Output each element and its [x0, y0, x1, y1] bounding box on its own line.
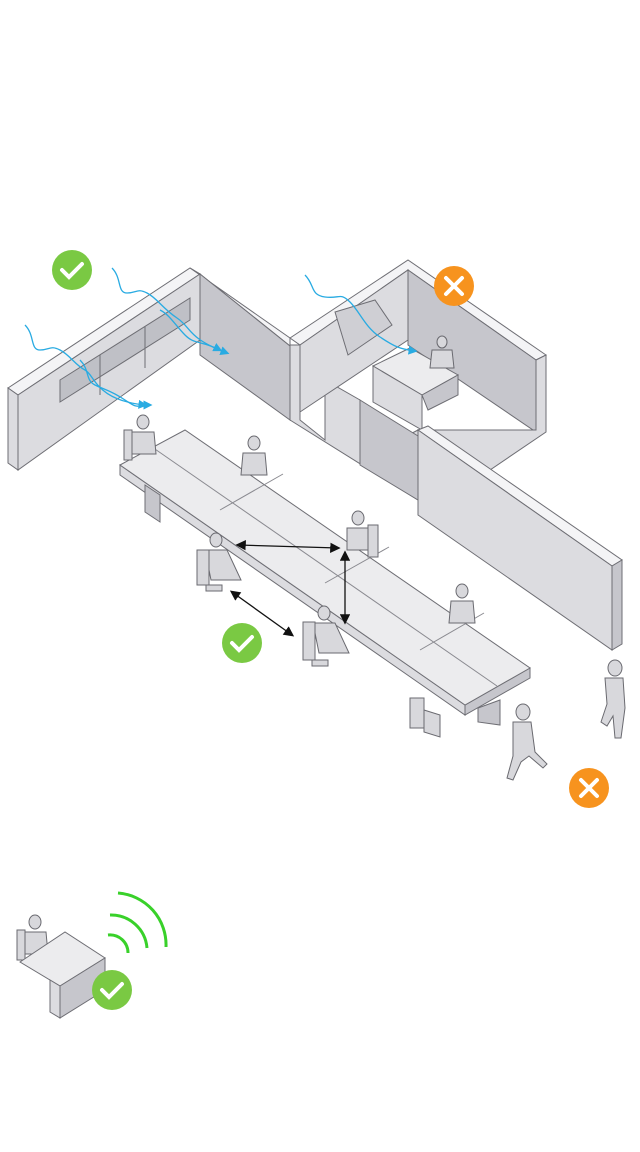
person-seated	[240, 435, 268, 476]
empty-chair	[409, 697, 441, 738]
seated-people	[123, 335, 476, 738]
person-seated	[196, 532, 242, 592]
status-badges	[52, 250, 609, 1010]
x-icon	[434, 266, 474, 306]
conference-table	[119, 429, 531, 726]
person-seated	[346, 510, 379, 558]
person-seated	[448, 583, 476, 624]
check-icon	[92, 970, 132, 1010]
wifi-icon	[107, 891, 168, 954]
person-seated	[16, 914, 49, 961]
person-seated	[429, 335, 455, 369]
person-seated	[123, 414, 157, 461]
person-walking	[506, 703, 548, 781]
walking-people	[506, 659, 626, 781]
check-icon	[222, 623, 262, 663]
long-partition-wall	[416, 425, 623, 651]
airflow-arrows	[24, 267, 418, 410]
wireless-desk	[16, 891, 168, 1019]
person-seated	[302, 605, 350, 667]
person-walking	[600, 659, 626, 739]
check-icon	[52, 250, 92, 290]
private-office-room	[289, 259, 547, 501]
distance-arrows	[229, 540, 351, 637]
x-icon	[569, 768, 609, 808]
left-window-wall	[7, 267, 291, 471]
